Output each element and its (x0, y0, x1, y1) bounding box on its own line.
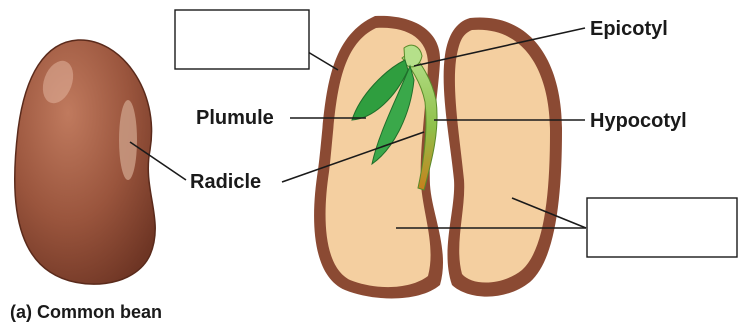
blank-box-1-group (175, 10, 309, 69)
label-hypocotyl: Hypocotyl (590, 110, 687, 132)
caption: (a) Common bean (10, 302, 162, 322)
blank-box-2-group (587, 198, 737, 257)
bean-half-right (444, 17, 562, 296)
label-epicotyl: Epicotyl (590, 18, 668, 40)
blank-box-1 (175, 10, 309, 69)
leader-blank-box-1 (308, 52, 338, 70)
whole-bean (15, 40, 156, 284)
cotyledon-right (455, 30, 550, 283)
hilum (119, 100, 137, 180)
blank-box-2 (587, 198, 737, 257)
label-plumule: Plumule (196, 107, 274, 129)
label-radicle: Radicle (190, 171, 261, 193)
